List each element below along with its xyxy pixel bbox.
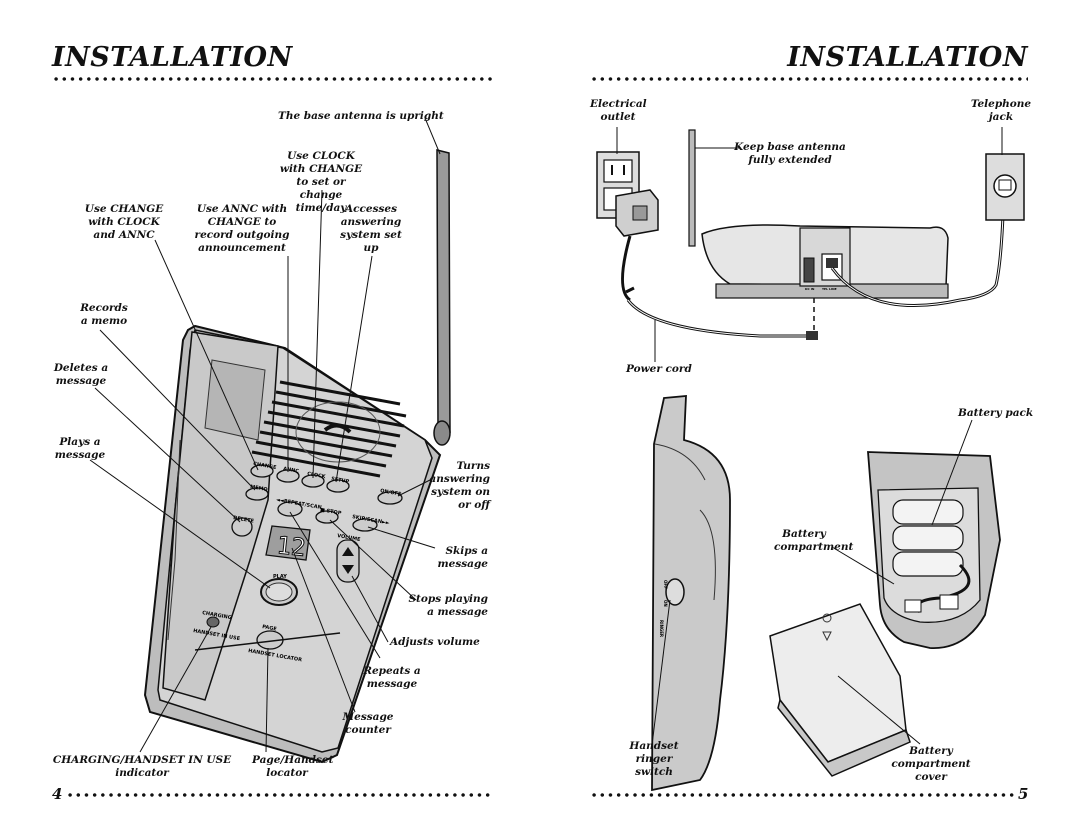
left-page-title: INSTALLATION <box>52 42 293 73</box>
stop-caption: ■ STOP <box>320 507 342 517</box>
ringer-caption: RINGER <box>659 620 664 637</box>
handset-side-illustration: OFF ON RINGER <box>651 395 731 792</box>
delete-button[interactable] <box>231 517 253 537</box>
callout-plays-message: Plays a message <box>54 436 106 461</box>
callout-message-counter: Message counter <box>342 711 394 736</box>
page-caption: PAGE <box>262 624 278 633</box>
callout-use-change: Use CHANGE with CLOCK and ANNC <box>84 203 164 241</box>
setup-caption: SETUP <box>331 476 350 485</box>
charging-caption: CHARGING <box>202 610 232 621</box>
antenna-extended <box>688 129 696 247</box>
delete-caption: DELETE <box>233 515 255 525</box>
callout-electrical-outlet: Electrical outlet <box>590 98 647 123</box>
on-off-button[interactable] <box>377 491 403 505</box>
dc-in-jack <box>803 257 815 283</box>
speaker-grille <box>251 380 407 478</box>
telephone-wall-jack <box>985 153 1025 221</box>
callout-handset-ringer: Handset ringer switch <box>629 740 679 778</box>
change-button[interactable] <box>250 464 274 478</box>
change-caption: CHANGE <box>253 461 278 471</box>
left-page-number: 4 <box>52 785 63 803</box>
right-page-number: 5 <box>1018 785 1029 803</box>
callout-deletes-message: Deletes a message <box>53 362 109 387</box>
volume-rocker[interactable] <box>336 539 360 583</box>
left-bottom-dotted-rule <box>66 792 492 798</box>
message-counter-display <box>265 525 311 561</box>
callout-charging-indicator: CHARGING/HANDSET IN USE indicator <box>52 754 232 779</box>
callout-skips-message: Skips a message <box>437 545 488 570</box>
callout-battery-cover: Battery compartment cover <box>891 745 971 783</box>
base-station-illustration: CHANGE ANNC CLOCK SETUP MEMO ON/OFF ◄◄RE… <box>143 149 451 764</box>
callout-accesses-setup: Accesses answering system set up <box>340 203 402 254</box>
on-caption: ON <box>663 600 668 607</box>
clock-caption: CLOCK <box>307 471 327 480</box>
right-bottom-dotted-rule <box>590 792 1014 798</box>
callout-use-annc: Use ANNC with CHANGE to record outgoing … <box>194 203 290 254</box>
left-top-dotted-rule <box>52 76 492 82</box>
right-top-dotted-rule <box>590 76 1028 82</box>
callout-battery-compartment: Battery compartment <box>774 528 854 553</box>
counter-digits: 12 <box>275 531 307 562</box>
memo-caption: MEMO <box>250 484 268 493</box>
left-leader-lines <box>89 117 441 753</box>
memo-button[interactable] <box>245 487 269 501</box>
callout-turns-on-off: Turns answering system on or off <box>429 460 490 511</box>
battery-pack <box>892 499 964 577</box>
callout-records-memo: Records a memo <box>80 302 128 327</box>
ringer-switch[interactable] <box>665 578 685 606</box>
dc-caption: DC IN <box>805 287 815 291</box>
base-antenna <box>436 149 451 433</box>
callout-keep-antenna: Keep base antenna fully extended <box>734 141 846 166</box>
stop-button[interactable] <box>315 510 339 524</box>
callout-telephone-jack: Telephone jack <box>970 98 1032 123</box>
callout-repeats-message: Repeats a message <box>363 665 421 690</box>
right-leader-lines <box>616 127 1003 746</box>
battery-illustration <box>769 451 1001 777</box>
base-connection-illustration: DC IN TEL LINE <box>596 129 1025 340</box>
callout-stops-playing: Stops playing a message <box>408 593 488 618</box>
button-panel <box>194 464 403 651</box>
play-caption: PLAY <box>273 574 287 580</box>
callout-adjusts-volume: Adjusts volume <box>390 636 480 648</box>
tel-line-caption: TEL LINE <box>822 287 837 291</box>
charging-led <box>206 616 220 628</box>
right-page-title: INSTALLATION <box>787 42 1028 73</box>
callout-page-locator: Page/Handset locator <box>252 754 334 779</box>
callout-power-cord: Power cord <box>626 363 692 375</box>
on-off-caption: ON/OFF <box>380 488 402 498</box>
setup-button[interactable] <box>326 479 350 493</box>
annc-caption: ANNC <box>283 466 300 475</box>
callout-battery-pack: Battery pack <box>958 407 1034 419</box>
off-caption: OFF <box>663 580 668 589</box>
callout-base-antenna: The base antenna is upright <box>278 110 444 122</box>
repeat-button[interactable] <box>277 501 303 517</box>
callout-use-clock: Use CLOCK with CHANGE to set or change t… <box>279 150 363 214</box>
